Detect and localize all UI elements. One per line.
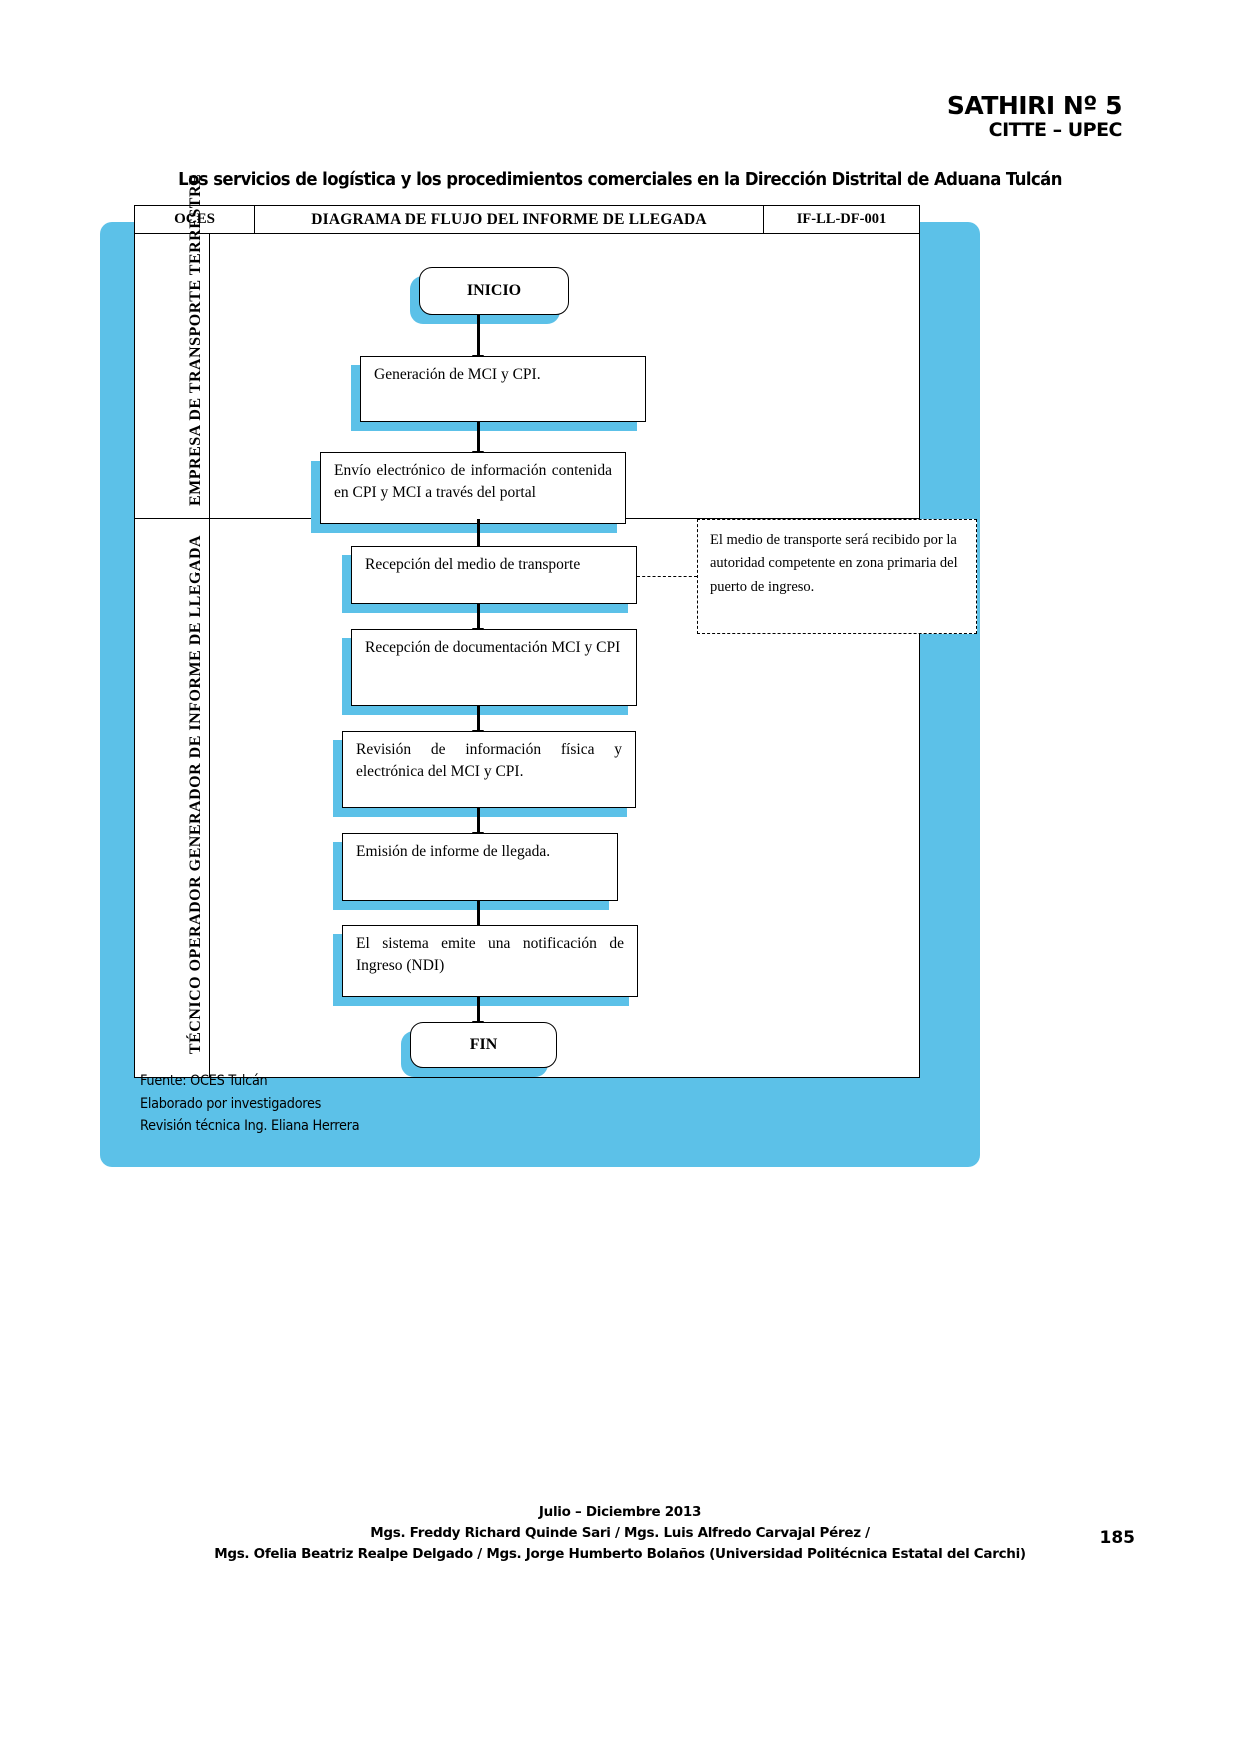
node-revision-informacion[interactable]: Revisión de información física y electró… [342, 731, 636, 808]
source-note-line: Revisión técnica Ing. Eliana Herrera [140, 1118, 360, 1135]
source-note-line: Elaborado por investigadores [140, 1095, 322, 1112]
page-number: 185 [1099, 1528, 1136, 1548]
swimlane-label-empresa-transporte: EMPRESA DE TRANSPORTE TERRESTRE [135, 173, 210, 518]
arrow-n2-to-n3 [472, 519, 483, 560]
arrow-n5-to-n6 [472, 808, 483, 843]
annotation-note: El medio de transporte será recibido por… [697, 519, 977, 634]
page-footer: Julio – Diciembre 2013 Mgs. Freddy Richa… [0, 1502, 1240, 1565]
swimlane-label-text: EMPRESA DE TRANSPORTE TERRESTRE [187, 173, 204, 506]
arrow-n6-to-n7 [472, 901, 483, 936]
flowchart-figure: OCES DIAGRAMA DE FLUJO DEL INFORME DE LL… [134, 173, 977, 1078]
node-generacion-mci-cpi[interactable]: Generación de MCI y CPI. [360, 356, 646, 422]
page-header: SATHIRI Nº 5 CITTE – UPEC [946, 91, 1123, 141]
swimlane-tecnico-operador: TÉCNICO OPERADOR GENERADOR DE INFORME DE… [135, 519, 977, 1077]
node-emision-informe-llegada[interactable]: Emisión de informe de llegada. [342, 833, 618, 901]
document-code-cell: IF-LL-DF-001 [796, 211, 887, 227]
node-inicio[interactable]: INICIO [419, 267, 569, 315]
footer-issue: Julio – Diciembre 2013 [538, 1504, 702, 1520]
node-fin[interactable]: FIN [410, 1022, 557, 1068]
arrow-n7-to-fin [472, 997, 483, 1032]
note-connector-line [637, 576, 697, 577]
document-title-cell: DIAGRAMA DE FLUJO DEL INFORME DE LLEGADA [255, 206, 764, 233]
footer-authors-line-1: Mgs. Freddy Richard Quinde Sari / Mgs. L… [370, 1524, 870, 1541]
swimlane-body-2: Recepción del medio de transporte El med… [210, 519, 977, 1077]
document-org-cell: OCES [135, 206, 255, 233]
node-recepcion-medio-transporte[interactable]: Recepción del medio de transporte [351, 546, 637, 604]
arrow-inicio-to-n1 [472, 315, 483, 366]
journal-institution: CITTE – UPEC [988, 119, 1123, 141]
source-note-line: Fuente: OCES Tulcán [140, 1073, 268, 1089]
swimlane-label-tecnico-operador: TÉCNICO OPERADOR GENERADOR DE INFORME DE… [135, 519, 210, 1077]
document-header-row: OCES DIAGRAMA DE FLUJO DEL INFORME DE LL… [135, 206, 919, 234]
swimlane-empresa-transporte: EMPRESA DE TRANSPORTE TERRESTRE INICIO G… [135, 173, 919, 533]
article-title: Los servicios de logística y los procedi… [178, 170, 1062, 190]
footer-authors-line-2: Mgs. Ofelia Beatriz Realpe Delgado / Mgs… [214, 1545, 1026, 1562]
node-recepcion-documentacion[interactable]: Recepción de documentación MCI y CPI [351, 629, 637, 706]
node-notificacion-ingreso[interactable]: El sistema emite una notificación de Ing… [342, 925, 638, 997]
swimlane-label-text: TÉCNICO OPERADOR GENERADOR DE INFORME DE… [187, 534, 204, 1055]
arrow-n4-to-n5 [472, 706, 483, 741]
journal-name: SATHIRI Nº 5 [946, 91, 1123, 120]
arrow-n1-to-n2 [472, 422, 483, 462]
source-notes: Fuente: OCES Tulcán Elaborado por invest… [140, 1070, 360, 1138]
node-envio-electronico[interactable]: Envío electrónico de información conteni… [320, 452, 626, 524]
swimlane-body-1: INICIO Generación de MCI y CPI. Envío el… [210, 234, 919, 533]
arrow-n3-to-n4 [472, 604, 483, 639]
